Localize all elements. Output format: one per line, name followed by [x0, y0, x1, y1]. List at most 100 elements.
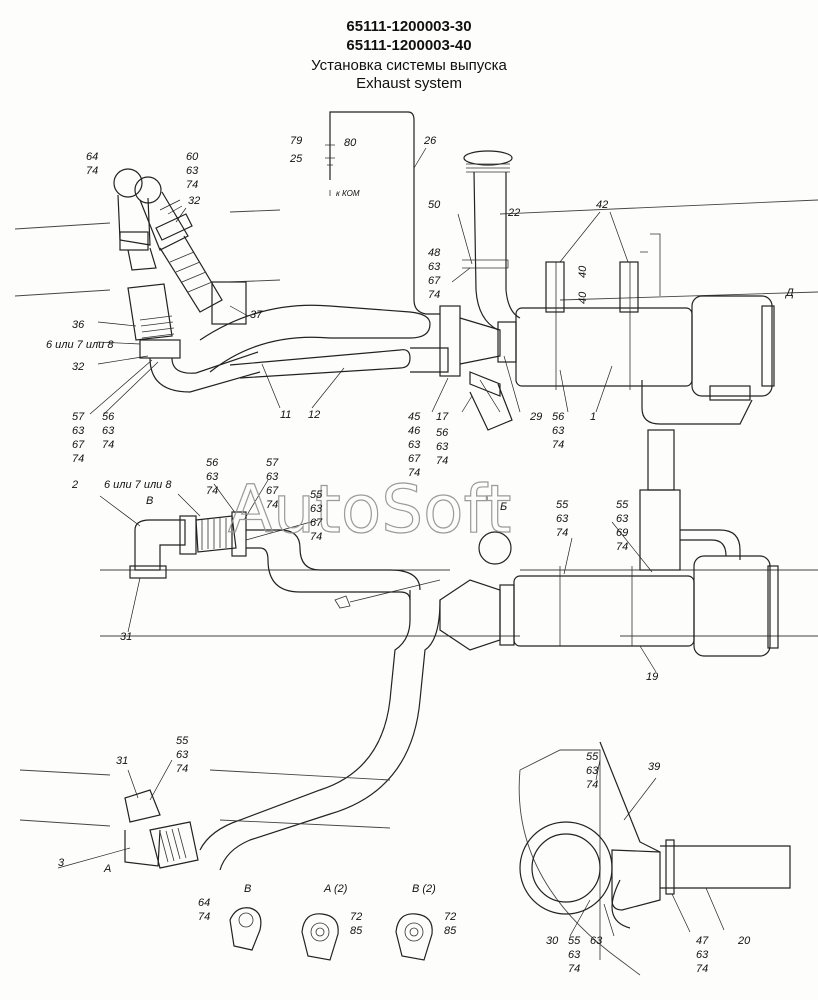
label-64-top: 64	[86, 151, 98, 163]
label-55-bracket: 55	[616, 499, 629, 511]
label-63-top: 63	[186, 165, 199, 177]
label-46: 46	[408, 425, 421, 437]
leader-lines	[57, 147, 725, 937]
label-67-55-side: 67	[310, 517, 323, 529]
left-bellows-pipe	[127, 283, 261, 393]
label-view-a-small: A (2)	[323, 883, 348, 895]
label-60: 60	[186, 151, 199, 163]
label-72-a: 72	[350, 911, 362, 923]
label-74-top2: 74	[186, 179, 198, 191]
label-20: 20	[737, 935, 751, 947]
label-74-45: 74	[408, 467, 420, 479]
label-63-muffler: 63	[556, 513, 569, 525]
label-63-tail: 63	[568, 949, 581, 961]
label-63-tail2: 63	[590, 935, 603, 947]
label-22: 22	[507, 207, 520, 219]
label-32-left: 32	[72, 361, 84, 373]
label-63-mid: 63	[436, 441, 449, 453]
pto-hose	[325, 111, 440, 315]
label-40-a: 40	[577, 265, 589, 278]
label-6-7-8-top: 6 или 7 или 8	[46, 339, 114, 351]
label-55-rear: 55	[586, 751, 599, 763]
label-40-b: 40	[577, 291, 589, 304]
label-29: 29	[529, 411, 542, 423]
side-view-pipes	[129, 429, 779, 871]
label-67-45: 67	[408, 453, 421, 465]
label-74-57-side: 74	[266, 499, 278, 511]
title-russian: Установка системы выпуска	[311, 57, 507, 74]
label-63-side: 63	[206, 471, 219, 483]
label-56-side: 56	[206, 457, 219, 469]
label-19: 19	[646, 671, 658, 683]
label-85-b: 85	[444, 925, 457, 937]
vertical-stack-pipe	[462, 150, 521, 331]
label-74-mid: 74	[436, 455, 448, 467]
label-26: 26	[423, 135, 437, 147]
label-63-48: 63	[428, 261, 441, 273]
main-pipes-11-12	[199, 304, 449, 379]
label-42: 42	[596, 199, 608, 211]
label-25: 25	[289, 153, 303, 165]
label-57-top: 57	[72, 411, 85, 423]
label-view-b: B	[146, 495, 153, 507]
label-74-right: 74	[552, 439, 564, 451]
label-74-47: 74	[696, 963, 708, 975]
label-12: 12	[308, 409, 320, 421]
label-63-57-side: 63	[266, 471, 279, 483]
label-6-7-8-mid: 6 или 7 или 8	[104, 479, 172, 491]
label-64-small: 64	[198, 897, 210, 909]
upper-elbow-assembly	[113, 168, 247, 325]
label-74-bracket: 74	[616, 541, 628, 553]
label-74-low: 74	[176, 763, 188, 775]
label-74-55-side: 74	[310, 531, 322, 543]
label-1: 1	[590, 411, 596, 423]
label-47: 47	[696, 935, 709, 947]
label-view-a-arrow: A	[103, 863, 111, 875]
label-view-b2-small: B (2)	[412, 883, 436, 895]
label-72-b: 72	[444, 911, 456, 923]
rear-tailpipe-detail	[518, 741, 791, 976]
label-56-mid: 56	[436, 427, 449, 439]
label-48: 48	[428, 247, 441, 259]
label-50: 50	[428, 199, 441, 211]
label-view-d: Д	[784, 287, 794, 299]
label-63-rear: 63	[586, 765, 599, 777]
label-74-side: 74	[206, 485, 218, 497]
label-view-b-cyr: Б	[500, 501, 507, 513]
label-36: 36	[72, 319, 85, 331]
label-63-56: 63	[102, 425, 115, 437]
label-17: 17	[436, 411, 449, 423]
label-31-mid: 31	[120, 631, 132, 643]
label-63-45: 63	[408, 439, 421, 451]
small-view-b-right	[395, 913, 433, 961]
label-11: 11	[280, 409, 291, 421]
label-63-57: 63	[72, 425, 85, 437]
label-39: 39	[648, 761, 660, 773]
frame-rail-middle	[100, 569, 818, 637]
label-74-small: 74	[198, 911, 210, 923]
small-view-b-left	[229, 907, 262, 951]
part-labels: 79 25 80 26 к КОМ 64 74 60 63 74 32 22 5…	[46, 135, 794, 975]
label-55-low: 55	[176, 735, 189, 747]
label-30: 30	[546, 935, 559, 947]
label-79: 79	[290, 135, 302, 147]
label-view-b-small: B	[244, 883, 251, 895]
label-74-muffler: 74	[556, 527, 568, 539]
label-74-56: 74	[102, 439, 114, 451]
label-80: 80	[344, 137, 357, 149]
label-2: 2	[71, 479, 78, 491]
label-63-55-side: 63	[310, 503, 323, 515]
muffler-top-view	[439, 233, 775, 425]
label-56-top: 56	[102, 411, 115, 423]
part-code-2: 65111-1200003-40	[346, 37, 472, 54]
label-31-low: 31	[116, 755, 128, 767]
label-67-57: 67	[72, 439, 85, 451]
label-63-47: 63	[696, 949, 709, 961]
label-57-side: 57	[266, 457, 279, 469]
label-67-57-side: 67	[266, 485, 279, 497]
label-55-tail: 55	[568, 935, 581, 947]
label-55-side: 55	[310, 489, 323, 501]
label-69-bracket: 69	[616, 527, 628, 539]
